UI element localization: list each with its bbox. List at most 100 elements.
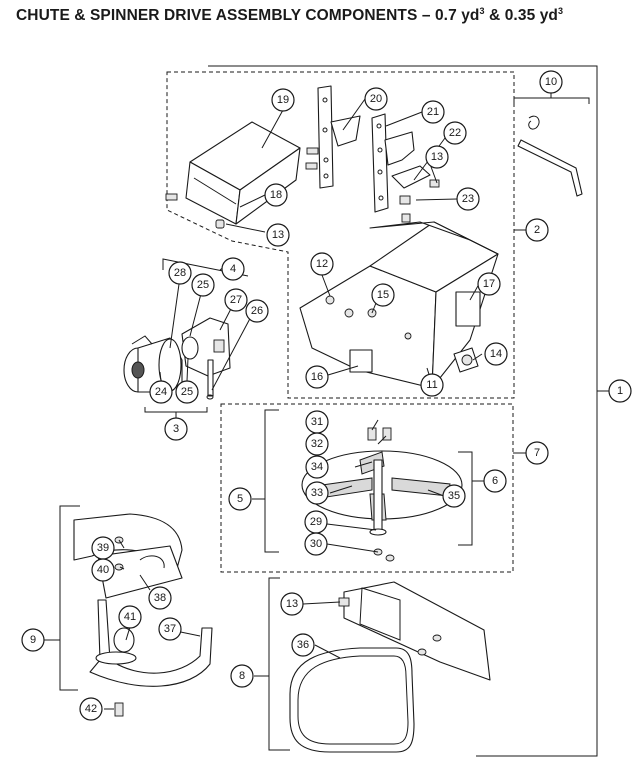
callout-38: 38 bbox=[148, 586, 172, 610]
svg-text:13: 13 bbox=[272, 229, 284, 241]
callout-16: 16 bbox=[305, 365, 329, 389]
chute-body bbox=[299, 221, 499, 389]
callout-34: 34 bbox=[305, 455, 329, 479]
svg-text:39: 39 bbox=[97, 542, 109, 554]
callout-33: 33 bbox=[305, 481, 329, 505]
svg-text:10: 10 bbox=[545, 76, 557, 88]
chute-cover bbox=[165, 121, 301, 229]
latch-pin bbox=[517, 115, 583, 197]
svg-text:37: 37 bbox=[164, 623, 176, 635]
callout-25a: 25 bbox=[191, 273, 215, 297]
svg-text:41: 41 bbox=[124, 611, 136, 623]
svg-text:34: 34 bbox=[311, 461, 323, 473]
svg-text:15: 15 bbox=[377, 289, 389, 301]
callout-27: 27 bbox=[224, 288, 248, 312]
callout-35: 35 bbox=[442, 484, 466, 508]
callout-30: 30 bbox=[304, 532, 328, 556]
callout-15: 15 bbox=[371, 283, 395, 307]
callout-41: 41 bbox=[118, 605, 142, 629]
svg-text:16: 16 bbox=[311, 371, 323, 383]
callout-39: 39 bbox=[91, 536, 115, 560]
callout-13a: 13 bbox=[266, 223, 290, 247]
svg-text:25: 25 bbox=[197, 279, 209, 291]
svg-text:38: 38 bbox=[154, 592, 166, 604]
callout-28: 28 bbox=[168, 261, 192, 285]
svg-text:26: 26 bbox=[251, 305, 263, 317]
svg-text:1: 1 bbox=[617, 385, 623, 397]
svg-text:29: 29 bbox=[310, 516, 322, 528]
svg-text:2: 2 bbox=[534, 224, 540, 236]
callout-7: 7 bbox=[525, 441, 549, 465]
svg-text:40: 40 bbox=[97, 564, 109, 576]
diagram-title: CHUTE & SPINNER DRIVE ASSEMBLY COMPONENT… bbox=[16, 6, 564, 24]
svg-text:13: 13 bbox=[286, 598, 298, 610]
chute-brackets bbox=[305, 85, 440, 223]
callout-5: 5 bbox=[228, 487, 252, 511]
callout-19: 19 bbox=[271, 88, 295, 112]
svg-text:5: 5 bbox=[237, 493, 243, 505]
svg-text:9: 9 bbox=[30, 634, 36, 646]
svg-text:32: 32 bbox=[311, 438, 323, 450]
callout-26: 26 bbox=[245, 299, 269, 323]
callout-23: 23 bbox=[456, 187, 480, 211]
svg-text:23: 23 bbox=[462, 193, 474, 205]
callout-4: 4 bbox=[221, 257, 245, 281]
callout-42: 42 bbox=[79, 697, 103, 721]
svg-text:21: 21 bbox=[427, 106, 439, 118]
svg-text:4: 4 bbox=[230, 263, 236, 275]
callout-13c: 13 bbox=[280, 592, 304, 616]
callout-21: 21 bbox=[421, 100, 445, 124]
svg-text:7: 7 bbox=[534, 447, 540, 459]
callout-17: 17 bbox=[477, 272, 501, 296]
svg-text:22: 22 bbox=[449, 127, 461, 139]
svg-text:42: 42 bbox=[85, 703, 97, 715]
callout-1: 1 bbox=[608, 379, 632, 403]
callout-37: 37 bbox=[158, 617, 182, 641]
callout-32: 32 bbox=[305, 432, 329, 456]
callout-25b: 25 bbox=[175, 380, 199, 404]
svg-text:19: 19 bbox=[277, 94, 289, 106]
svg-text:20: 20 bbox=[370, 93, 382, 105]
svg-text:11: 11 bbox=[426, 379, 437, 391]
svg-text:8: 8 bbox=[239, 670, 245, 682]
svg-text:13: 13 bbox=[431, 151, 443, 163]
callout-31: 31 bbox=[305, 410, 329, 434]
svg-text:14: 14 bbox=[490, 348, 502, 360]
svg-text:6: 6 bbox=[492, 475, 498, 487]
callout-8: 8 bbox=[230, 664, 254, 688]
callout-36: 36 bbox=[291, 633, 315, 657]
callout-12: 12 bbox=[310, 252, 334, 276]
callout-20: 20 bbox=[364, 87, 388, 111]
callout-13b: 13 bbox=[425, 145, 449, 169]
svg-text:24: 24 bbox=[155, 386, 167, 398]
svg-text:12: 12 bbox=[316, 258, 328, 270]
callout-9: 9 bbox=[21, 628, 45, 652]
svg-text:30: 30 bbox=[310, 538, 322, 550]
assembly-brackets bbox=[44, 65, 609, 757]
callout-2: 2 bbox=[525, 218, 549, 242]
callout-24: 24 bbox=[149, 380, 173, 404]
callout-3: 3 bbox=[164, 417, 188, 441]
svg-text:35: 35 bbox=[448, 490, 460, 502]
svg-text:3: 3 bbox=[173, 423, 179, 435]
callout-18: 18 bbox=[264, 183, 288, 207]
svg-text:36: 36 bbox=[297, 639, 309, 651]
svg-text:17: 17 bbox=[483, 278, 495, 290]
svg-text:25: 25 bbox=[181, 386, 193, 398]
spinner-shield bbox=[73, 513, 213, 717]
svg-text:31: 31 bbox=[311, 416, 323, 428]
svg-text:27: 27 bbox=[230, 294, 242, 306]
svg-text:18: 18 bbox=[270, 189, 282, 201]
callout-29: 29 bbox=[304, 510, 328, 534]
spinner-motor bbox=[123, 317, 231, 400]
callout-10: 10 bbox=[539, 70, 563, 94]
callout-11: 11 bbox=[420, 373, 444, 397]
callout-14: 14 bbox=[484, 342, 508, 366]
svg-text:28: 28 bbox=[174, 267, 186, 279]
leader-lines bbox=[104, 98, 483, 710]
spinner-guard bbox=[289, 581, 491, 753]
callout-22: 22 bbox=[443, 121, 467, 145]
callout-40: 40 bbox=[91, 558, 115, 582]
svg-text:33: 33 bbox=[311, 487, 323, 499]
